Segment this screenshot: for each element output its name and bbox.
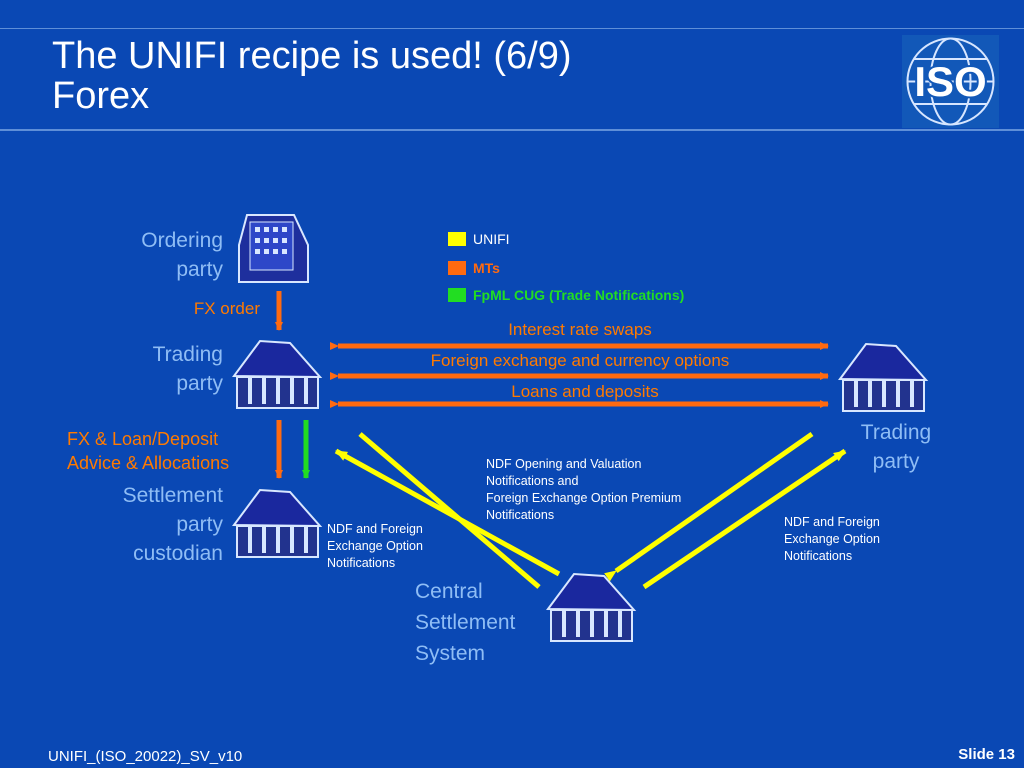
title-rule bbox=[0, 129, 1024, 131]
central-bank-icon bbox=[546, 572, 637, 642]
settlement-bank-icon bbox=[232, 488, 323, 558]
fx-currency-options-label: Foreign exchange and currency options bbox=[430, 351, 730, 370]
fx-order-label: FX order bbox=[193, 299, 260, 318]
slide-title: The UNIFI recipe is used! (6/9) Forex bbox=[52, 36, 572, 116]
legend-fpml: FpML CUG (Trade Notifications) bbox=[448, 287, 684, 303]
title-line-1: The UNIFI recipe is used! (6/9) bbox=[52, 35, 572, 77]
title-line-2: Forex bbox=[52, 75, 150, 117]
loans-deposits-label: Loans and deposits bbox=[511, 382, 659, 401]
ordering-building-icon bbox=[238, 214, 309, 283]
globe-icon: ISO bbox=[902, 35, 999, 128]
slide-number: Slide 13 bbox=[958, 746, 1015, 763]
top-rule bbox=[0, 28, 1024, 29]
interest-rate-swaps-label: Interest rate swaps bbox=[508, 320, 652, 339]
legend-unifi: UNIFI bbox=[448, 231, 510, 247]
trading-right-bank-icon bbox=[838, 342, 929, 412]
trading-left-bank-icon bbox=[232, 339, 323, 409]
footer-document-name: UNIFI_(ISO_20022)_SV_v10 bbox=[48, 748, 243, 765]
iso-logo-text: ISO bbox=[914, 58, 986, 105]
iso-logo: ISO bbox=[902, 35, 999, 128]
legend-mts: MTs bbox=[448, 260, 500, 276]
